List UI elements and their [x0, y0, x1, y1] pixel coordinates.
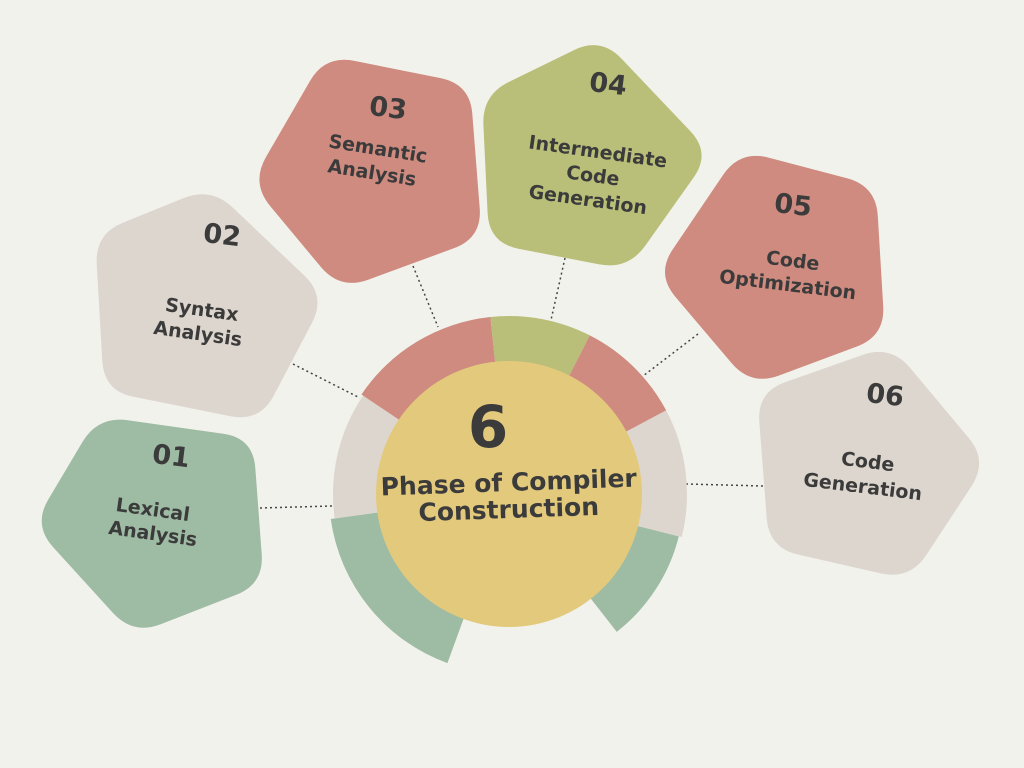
phase-number: 06	[864, 378, 905, 413]
ring-segment-03	[361, 316, 497, 427]
phase-card-05: 05 Code Optimization	[665, 155, 884, 379]
ring-segment-01	[330, 510, 468, 664]
ring-segment-02	[333, 395, 410, 519]
connector-06	[685, 483, 764, 487]
pentagon-shape	[759, 351, 980, 575]
phase-card-01: 01 Lexical Analysis	[41, 419, 262, 628]
phase-card-02: 02 Syntax Analysis	[96, 194, 318, 418]
center-number: 6	[468, 393, 508, 461]
center-circle	[376, 361, 642, 627]
center-title-line2: Construction	[418, 492, 599, 527]
phase-number: 01	[150, 439, 191, 474]
pentagon-shape	[41, 419, 262, 628]
connector-05	[642, 333, 699, 377]
phase-number: 04	[587, 67, 628, 102]
phase-card-04: 04 Intermediate Code Generation	[483, 45, 702, 266]
phase-number: 05	[772, 188, 813, 223]
pentagon-shape	[665, 155, 884, 379]
pentagon-shape	[483, 45, 702, 266]
phase-card-06: 06 Code Generation	[759, 351, 980, 575]
ring-segments	[330, 316, 687, 664]
ring-segment-07	[582, 523, 679, 632]
connector-03	[412, 265, 439, 328]
center-hub: 6 Phase of Compiler Construction	[376, 361, 642, 627]
connectors	[259, 257, 764, 509]
connector-01	[259, 505, 333, 509]
connector-04	[550, 257, 566, 321]
connector-02	[292, 363, 361, 399]
phase-cards: 01 Lexical Analysis 02 Syntax Analysis 0…	[41, 45, 980, 628]
phase-number: 02	[201, 218, 242, 253]
pentagon-shape	[96, 194, 318, 418]
pentagon-shape	[259, 59, 480, 283]
phase-card-03: 03 Semantic Analysis	[259, 59, 480, 283]
ring-segment-05	[563, 335, 667, 438]
phase-number: 03	[367, 91, 408, 126]
